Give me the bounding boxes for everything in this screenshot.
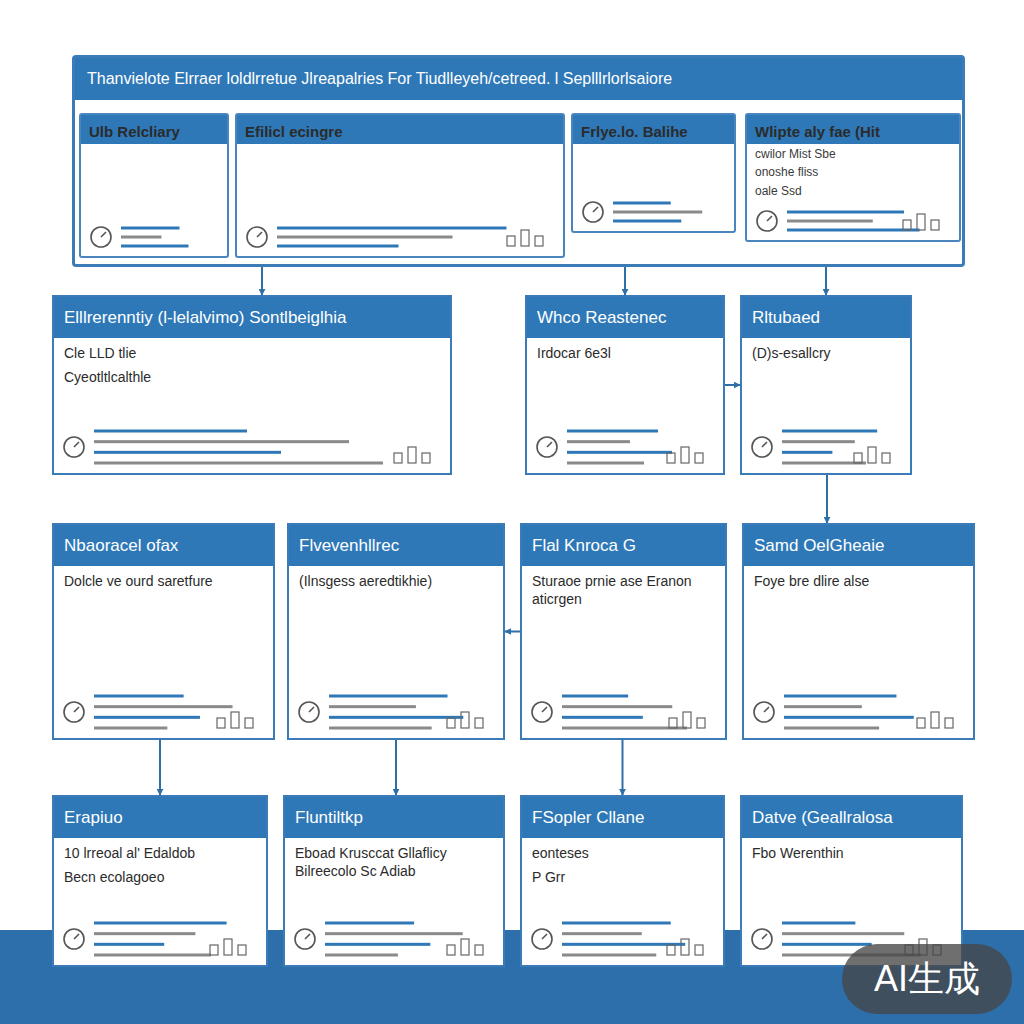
box-heading: Elllrerenntiy (l-lelalvimo) Sontlbeiglhi… bbox=[54, 297, 450, 338]
flow-arrow bbox=[159, 740, 161, 795]
info-card: Wlipte aly fae (Hitcwilor Mist Sbeonoshe… bbox=[745, 113, 961, 242]
icon-strip bbox=[755, 208, 951, 234]
process-box: Whco ReastenecIrdocar 6e3l bbox=[525, 295, 725, 475]
icon-strip bbox=[89, 224, 219, 250]
box-text: (Ilnsgess aeredtikhie) bbox=[289, 566, 503, 590]
process-box: Elllrerenntiy (l-lelalvimo) Sontlbeiglhi… bbox=[52, 295, 452, 475]
icon-strip bbox=[530, 919, 715, 959]
box-heading: Thanvielote Elrraer loldlrretue Jlreapal… bbox=[75, 58, 962, 100]
icon-strip bbox=[752, 692, 965, 732]
text-group: FSopler CllaneeontesesP Grr bbox=[522, 797, 723, 887]
process-box: FluntiltkpEboad Krusccat Gllaflicy Bilre… bbox=[283, 795, 505, 967]
box-heading: Erapiuo bbox=[54, 797, 266, 838]
icon-strip bbox=[530, 692, 717, 732]
box-text: Cle LLD tlie bbox=[54, 338, 450, 362]
text-group: Frlye.lo. Balihe bbox=[573, 115, 734, 144]
box-heading: Nbaoracel ofax bbox=[54, 525, 273, 566]
icon-strip bbox=[750, 427, 902, 467]
process-box: Erapiuo10 lrreoal al' EdaldobBecn ecolag… bbox=[52, 795, 268, 967]
box-heading: Flal Knroca G bbox=[522, 525, 725, 566]
box-text: Dolcle ve ourd saretfure bbox=[54, 566, 273, 590]
process-box: FSopler CllaneeontesesP Grr bbox=[520, 795, 725, 967]
flow-arrow bbox=[261, 267, 263, 295]
icon-strip bbox=[293, 919, 495, 959]
text-group: Elllrerenntiy (l-lelalvimo) Sontlbeiglhi… bbox=[54, 297, 450, 387]
box-heading: Samd OelGheaie bbox=[744, 525, 973, 566]
process-box: Datve (GeallralosaFbo Werenthin bbox=[740, 795, 963, 967]
text-group: Datve (GeallralosaFbo Werenthin bbox=[742, 797, 961, 862]
text-group: Erapiuo10 lrreoal al' EdaldobBecn ecolag… bbox=[54, 797, 266, 887]
box-heading: FSopler Cllane bbox=[522, 797, 723, 838]
box-text: (D)s-esallcry bbox=[742, 338, 910, 362]
flow-arrow bbox=[395, 740, 397, 795]
icon-strip bbox=[535, 427, 715, 467]
box-text: Eboad Krusccat Gllaflicy Bilreecolo Sc A… bbox=[285, 838, 503, 880]
icon-strip bbox=[245, 224, 555, 250]
box-text: Foye bre dlire alse bbox=[744, 566, 973, 590]
box-text: Cyeotltlcalthle bbox=[54, 362, 450, 386]
text-group: Nbaoracel ofaxDolcle ve ourd saretfure bbox=[54, 525, 273, 590]
flow-arrow bbox=[725, 384, 740, 386]
box-heading: Frlye.lo. Balihe bbox=[573, 115, 734, 144]
box-text: P Grr bbox=[522, 862, 723, 886]
text-group: Ulb Relcliary bbox=[81, 115, 227, 144]
box-heading: Rltubaed bbox=[742, 297, 910, 338]
group-frame: Thanvielote Elrraer loldlrretue Jlreapal… bbox=[72, 55, 965, 267]
process-box: Flvevenhllrec(Ilnsgess aeredtikhie) bbox=[287, 523, 505, 740]
text-group: Efilicl ecingre bbox=[237, 115, 563, 144]
box-text: onoshe fliss bbox=[747, 162, 959, 181]
watermark: AI生成 bbox=[842, 944, 1012, 1014]
process-box: Nbaoracel ofaxDolcle ve ourd saretfure bbox=[52, 523, 275, 740]
process-box: Samd OelGheaieFoye bre dlire alse bbox=[742, 523, 975, 740]
icon-strip bbox=[62, 919, 258, 959]
box-text: Irdocar 6e3l bbox=[527, 338, 723, 362]
text-group: Wlipte aly fae (Hitcwilor Mist Sbeonoshe… bbox=[747, 115, 959, 200]
process-box: Flal Knroca GSturaoe prnie ase Eranon at… bbox=[520, 523, 727, 740]
text-group: FluntiltkpEboad Krusccat Gllaflicy Bilre… bbox=[285, 797, 503, 881]
flow-arrow bbox=[624, 267, 626, 295]
box-text: eonteses bbox=[522, 838, 723, 862]
box-heading: Efilicl ecingre bbox=[237, 115, 563, 144]
flow-arrow bbox=[825, 267, 827, 295]
text-group: Flal Knroca GSturaoe prnie ase Eranon at… bbox=[522, 525, 725, 609]
info-card: Frlye.lo. Balihe bbox=[571, 113, 736, 233]
box-heading: Fluntiltkp bbox=[285, 797, 503, 838]
box-text: Becn ecolagoeo bbox=[54, 862, 266, 886]
text-group: Thanvielote Elrraer loldlrretue Jlreapal… bbox=[75, 58, 962, 100]
icon-strip bbox=[297, 692, 495, 732]
box-text: cwilor Mist Sbe bbox=[747, 144, 959, 163]
info-card: Ulb Relcliary bbox=[79, 113, 229, 258]
box-heading: Flvevenhllrec bbox=[289, 525, 503, 566]
text-group: Whco ReastenecIrdocar 6e3l bbox=[527, 297, 723, 362]
icon-strip bbox=[62, 692, 265, 732]
box-heading: Wlipte aly fae (Hit bbox=[747, 115, 959, 144]
flow-arrow bbox=[505, 631, 520, 633]
box-text: Sturaoe prnie ase Eranon aticrgen bbox=[522, 566, 725, 608]
process-box: Rltubaed(D)s-esallcry bbox=[740, 295, 912, 475]
box-text: oale Ssd bbox=[747, 181, 959, 200]
text-group: Flvevenhllrec(Ilnsgess aeredtikhie) bbox=[289, 525, 503, 590]
box-text: Fbo Werenthin bbox=[742, 838, 961, 862]
icon-strip bbox=[62, 427, 442, 467]
box-heading: Ulb Relcliary bbox=[81, 115, 227, 144]
text-group: Samd OelGheaieFoye bre dlire alse bbox=[744, 525, 973, 590]
flow-arrow bbox=[826, 475, 828, 523]
text-group: Rltubaed(D)s-esallcry bbox=[742, 297, 910, 362]
flow-arrow bbox=[622, 740, 624, 795]
info-card: Efilicl ecingre bbox=[235, 113, 565, 258]
box-heading: Whco Reastenec bbox=[527, 297, 723, 338]
box-text: 10 lrreoal al' Edaldob bbox=[54, 838, 266, 862]
icon-strip bbox=[581, 199, 726, 225]
box-heading: Datve (Geallralosa bbox=[742, 797, 961, 838]
